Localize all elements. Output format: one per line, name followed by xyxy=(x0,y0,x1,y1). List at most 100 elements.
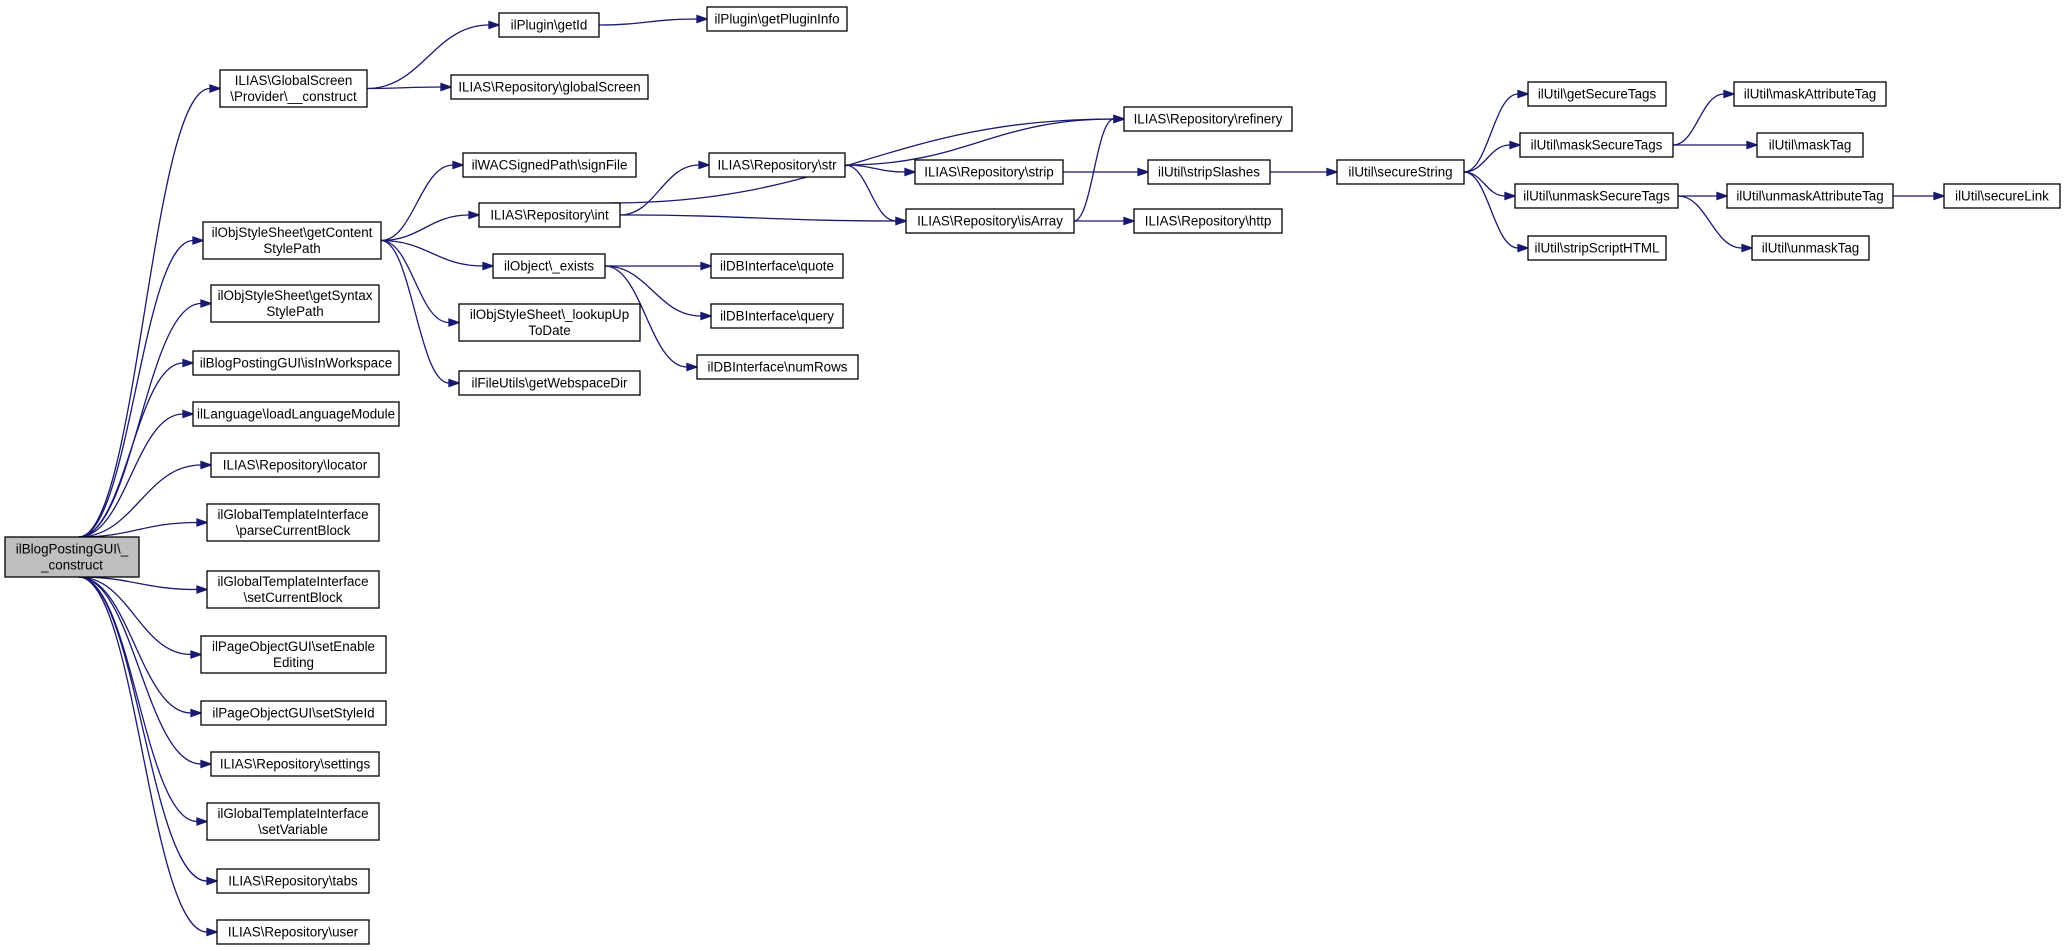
node-label: ilWACSignedPath\signFile xyxy=(472,158,628,173)
node-unmasktag[interactable]: ilUtil\unmaskTag xyxy=(1751,235,1870,261)
edge-repo-str-to-repo-isarray xyxy=(844,164,908,226)
node-settings[interactable]: ILIAS\Repository\settings xyxy=(210,751,380,777)
node-label: ilUtil\maskTag xyxy=(1769,138,1852,153)
node-unmaskattributetag[interactable]: ilUtil\unmaskAttributeTag xyxy=(1726,183,1894,209)
node-box xyxy=(708,152,846,178)
edges-layer xyxy=(78,14,1946,937)
node-repo-isarray[interactable]: ILIAS\Repository\isArray xyxy=(905,208,1075,234)
node-label: ilObjStyleSheet\_lookupUp xyxy=(470,307,629,322)
node-user[interactable]: ILIAS\Repository\user xyxy=(216,919,370,945)
node-db-quote[interactable]: ilDBInterface\quote xyxy=(710,253,844,279)
edge-getcontentstylepath-to-lookupuptodate xyxy=(380,239,461,327)
node-label: ilPlugin\getId xyxy=(511,18,588,33)
node-gs-provider[interactable]: ILIAS\GlobalScreen\Provider\__construct xyxy=(219,69,368,108)
node-label: ILIAS\GlobalScreen xyxy=(235,73,353,88)
node-securestring[interactable]: ilUtil\secureString xyxy=(1336,159,1465,185)
node-repo-strip[interactable]: ILIAS\Repository\strip xyxy=(914,159,1064,185)
node-unmasksecuretags[interactable]: ilUtil\unmaskSecureTags xyxy=(1514,183,1679,209)
edge-arrowhead xyxy=(1723,89,1736,99)
node-box xyxy=(202,221,382,260)
node-label: \parseCurrentBlock xyxy=(236,523,351,538)
node-setvariable[interactable]: ilGlobalTemplateInterface\setVariable xyxy=(206,802,380,841)
edge-root-to-loadlanguagemodule xyxy=(78,409,195,538)
edge-object-exists-to-db-numrows xyxy=(604,265,699,372)
node-box xyxy=(1756,132,1864,158)
edge-line xyxy=(1463,171,1519,249)
node-box xyxy=(210,452,380,478)
node-box xyxy=(206,503,380,542)
node-box xyxy=(200,635,387,674)
node-label: Editing xyxy=(273,655,314,670)
edge-line xyxy=(78,464,202,538)
node-isinworkspace[interactable]: ilBlogPostingGUI\isInWorkspace xyxy=(192,350,400,376)
edge-securestring-to-stripscripthtml xyxy=(1463,171,1530,253)
node-stripslashes[interactable]: ilUtil\stripSlashes xyxy=(1147,159,1271,185)
node-securelink[interactable]: ilUtil\secureLink xyxy=(1943,183,2061,209)
edge-arrowhead xyxy=(686,362,699,372)
node-maskattributetag[interactable]: ilUtil\maskAttributeTag xyxy=(1733,81,1887,107)
node-box xyxy=(1123,106,1293,132)
node-object-exists[interactable]: ilObject\_exists xyxy=(492,253,606,279)
node-stripscripthtml[interactable]: ilUtil\stripScriptHTML xyxy=(1527,235,1667,261)
node-getsecuretags[interactable]: ilUtil\getSecureTags xyxy=(1527,81,1667,107)
node-label: ilDBInterface\numRows xyxy=(708,360,848,375)
node-loadlanguagemodule[interactable]: ilLanguage\loadLanguageModule xyxy=(192,401,400,427)
node-repo-refinery[interactable]: ILIAS\Repository\refinery xyxy=(1123,106,1293,132)
edge-repo-isarray-to-repo-refinery xyxy=(1073,114,1126,222)
node-root[interactable]: ilBlogPostingGUI\__construct xyxy=(4,536,140,578)
node-repo-http[interactable]: ILIAS\Repository\http xyxy=(1133,208,1283,234)
edge-line xyxy=(380,239,450,324)
node-box xyxy=(458,303,641,342)
node-locator[interactable]: ILIAS\Repository\locator xyxy=(210,452,380,478)
edge-arrowhead xyxy=(482,261,495,271)
node-box xyxy=(1726,183,1894,209)
node-masksecuretags[interactable]: ilUtil\maskSecureTags xyxy=(1519,132,1674,158)
node-label: StylePath xyxy=(263,241,320,256)
edge-repo-isarray-to-repo-http xyxy=(1074,216,1136,226)
node-label: ilUtil\stripScriptHTML xyxy=(1535,241,1660,256)
node-box xyxy=(450,74,649,100)
node-db-query[interactable]: ilDBInterface\query xyxy=(710,303,844,329)
node-label: ilBlogPostingGUI\_ xyxy=(16,542,129,557)
node-box xyxy=(1527,235,1667,261)
edge-line xyxy=(844,164,897,222)
node-setcurrentblock[interactable]: ilGlobalTemplateInterface\setCurrentBloc… xyxy=(206,570,380,609)
node-repo-str[interactable]: ILIAS\Repository\str xyxy=(708,152,846,178)
node-label: ilPageObjectGUI\setEnable xyxy=(212,639,375,654)
node-label: ilObject\_exists xyxy=(504,259,594,274)
edge-arrowhead xyxy=(1326,167,1339,177)
edge-arrowhead xyxy=(200,460,213,470)
node-getwebspacedir[interactable]: ilFileUtils\getWebspaceDir xyxy=(458,370,641,396)
edge-object-exists-to-db-quote xyxy=(605,261,713,271)
edge-securestring-to-masksecuretags xyxy=(1463,140,1522,173)
edge-root-to-tabs xyxy=(78,576,219,886)
node-globalscreen[interactable]: ILIAS\Repository\globalScreen xyxy=(450,74,649,100)
node-signfile[interactable]: ilWACSignedPath\signFile xyxy=(462,152,637,178)
node-repo-int[interactable]: ILIAS\Repository\int xyxy=(478,202,621,228)
edge-line xyxy=(380,239,484,267)
edge-line xyxy=(78,576,198,823)
node-box xyxy=(1527,81,1667,107)
edge-root-to-settings xyxy=(78,576,213,769)
node-box xyxy=(216,919,370,945)
node-getplugininfo[interactable]: ilPlugin\getPluginInfo xyxy=(706,6,848,32)
edge-repo-str-to-repo-strip xyxy=(844,164,917,177)
edge-arrowhead xyxy=(904,167,917,177)
node-label: \setCurrentBlock xyxy=(244,590,343,605)
edge-root-to-setvariable xyxy=(78,576,209,826)
node-tabs[interactable]: ILIAS\Repository\tabs xyxy=(216,868,370,894)
node-setstyleid[interactable]: ilPageObjectGUI\setStyleId xyxy=(200,700,387,726)
edge-arrowhead xyxy=(1137,167,1150,177)
node-label: \setVariable xyxy=(258,822,328,837)
edge-line xyxy=(78,576,192,656)
node-db-numrows[interactable]: ilDBInterface\numRows xyxy=(696,354,859,380)
node-box xyxy=(492,253,606,279)
node-plugin-getid[interactable]: ilPlugin\getId xyxy=(498,12,600,38)
node-parsecurrentblock[interactable]: ilGlobalTemplateInterface\parseCurrentBl… xyxy=(206,503,380,542)
node-masktag[interactable]: ilUtil\maskTag xyxy=(1756,132,1864,158)
node-label: _construct xyxy=(40,558,103,573)
